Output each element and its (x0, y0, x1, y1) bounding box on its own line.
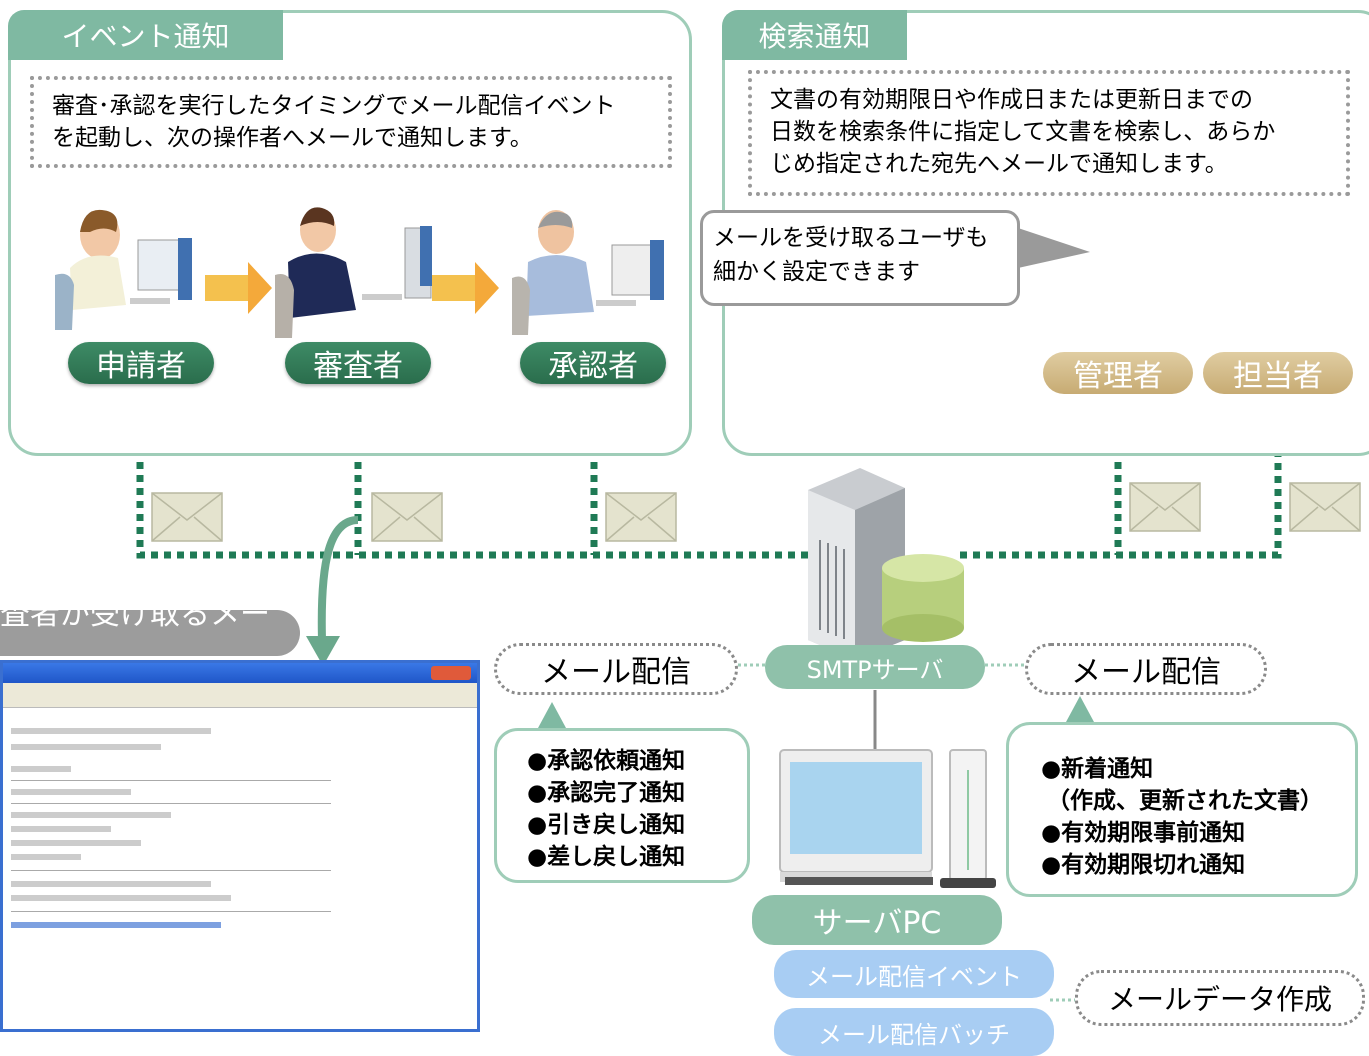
mail-preview-caption: 審査者が受け取るメール (0, 597, 300, 656)
delivery-list-left: ●承認依頼通知 ●承認完了通知 ●引き戻し通知 ●差し戻し通知 (494, 728, 750, 883)
list-item: ●有効期限切れ通知 (1041, 852, 1246, 878)
list-item: ●差し戻し通知 (527, 844, 686, 870)
role-approver: 承認者 (520, 342, 666, 384)
mail-batch-label: メール配信バッチ (774, 1008, 1054, 1056)
delivery-label-right: メール配信 (1025, 643, 1267, 695)
role-reviewer: 審査者 (285, 342, 431, 384)
recipient-callout: メールを受け取るユーザも 細かく設定できます (700, 210, 1020, 306)
search-notification-title: 検索通知 (722, 10, 907, 60)
list-item: ●承認完了通知 (527, 780, 686, 806)
mail-event-label: メール配信イベント (774, 950, 1054, 998)
role-staff: 担当者 (1203, 352, 1353, 394)
mail-window-titlebar (3, 663, 477, 683)
envelope-icon (1129, 482, 1201, 532)
search-description: 文書の有効期限日や作成日または更新日までの 日数を検索条件に指定して文書を検索し… (748, 70, 1350, 196)
network-line-left (136, 410, 810, 559)
mail-data-creation-label: メールデータ作成 (1075, 970, 1365, 1026)
role-applicant: 申請者 (68, 342, 214, 384)
network-line-right (960, 410, 1282, 559)
envelope-icon (371, 492, 443, 542)
mail-body-lines (3, 708, 477, 946)
preview-arrow (317, 516, 359, 641)
list-item: ●引き戻し通知 (527, 812, 686, 838)
database-icon (882, 554, 964, 642)
envelope-icon (151, 492, 223, 542)
list-item: ●新着通知 (1041, 756, 1154, 782)
list-item: ●承認依頼通知 (527, 748, 686, 774)
window-controls (431, 666, 471, 680)
list-item: ●有効期限事前通知 (1041, 820, 1246, 846)
mail-window-toolbar (3, 683, 477, 708)
envelope-icon (605, 492, 677, 542)
event-notification-title: イベント通知 (8, 10, 283, 60)
envelope-icon (1289, 482, 1361, 532)
list-item: （作成、更新された文書） (1047, 788, 1323, 814)
event-description: 審査･承認を実行したタイミングでメール配信イベント を起動し、次の操作者へメール… (30, 76, 672, 168)
delivery-label-left: メール配信 (494, 643, 738, 695)
role-manager: 管理者 (1043, 352, 1193, 394)
server-pc-label: サーバPC (752, 895, 1002, 945)
delivery-list-right: ●新着通知 （作成、更新された文書） ●有効期限事前通知 ●有効期限切れ通知 (1006, 722, 1358, 897)
server-pc-icon (779, 749, 996, 888)
mail-preview-window (0, 660, 480, 1032)
smtp-server-label: SMTPサーバ (765, 645, 985, 689)
preview-arrow-head (306, 636, 340, 666)
